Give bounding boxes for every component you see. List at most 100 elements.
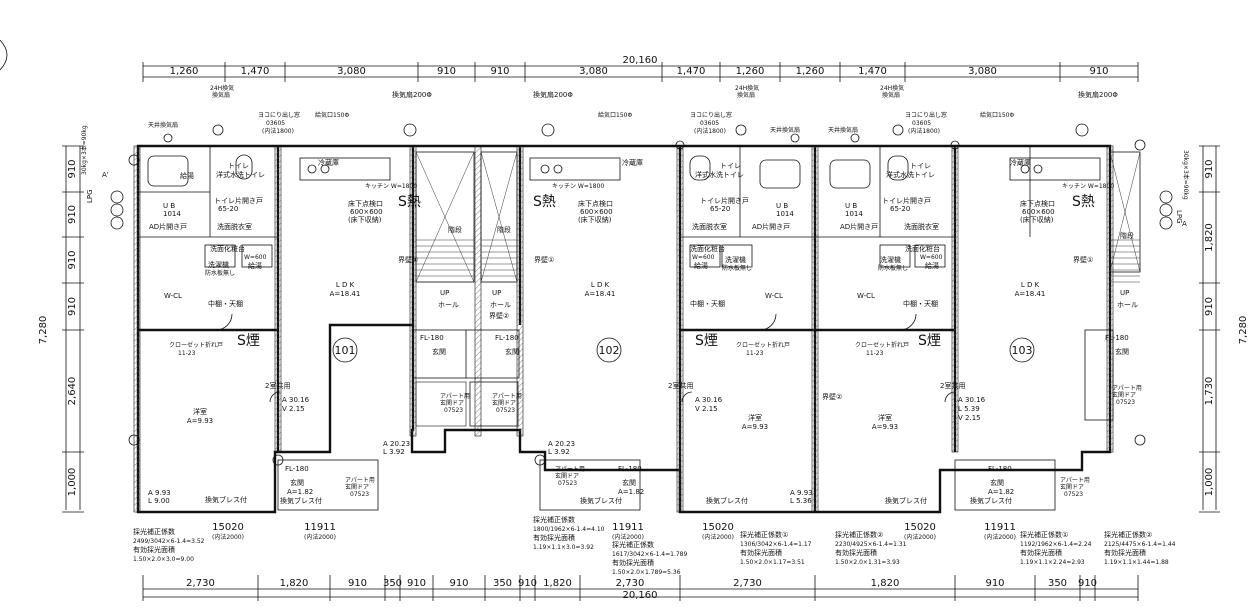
note-103d-coef: 2125/4475×6-1.4=1.44 [1104, 541, 1176, 548]
vent-label-101: 換気扇200Φ [392, 90, 432, 99]
nakadana-102: 中棚・天棚 [690, 299, 725, 308]
closet-103: クローゼット折れ戸 [855, 341, 909, 349]
window-101-b: 11911 [304, 522, 336, 533]
kaiheki2-mid: 界壁② [822, 392, 842, 401]
section-mark-left: A' [102, 171, 109, 179]
ad-door-103: AD片開き戸 [840, 222, 878, 231]
dim-left-segment: 910 [67, 205, 78, 224]
lpg-label-right: LPG [1175, 210, 1183, 224]
note-103-eff-title: 有効採光面積 [740, 548, 782, 557]
window-103-b: 11911 [984, 522, 1016, 533]
entry-area-101: A=1.82 [287, 488, 313, 496]
bathtub-102 [759, 159, 801, 189]
dim-right-segment: 910 [1204, 159, 1215, 178]
dim-bottom-segment: 1,820 [871, 578, 900, 589]
dim-right-total: 7,280 [1238, 316, 1249, 345]
lpg-sub-label-right: 30kg×3本=90kg [1182, 150, 1190, 200]
yoshitsu-area-103: A=9.93 [872, 423, 898, 431]
kyoyo-102: 2室共用 [668, 381, 693, 390]
note-102b-eff-title: 有効採光面積 [612, 558, 654, 567]
a-note-101: A 9.93 [148, 489, 171, 497]
senmen-103: 洗面脱衣室 [904, 222, 939, 231]
dim-bottom-segment: 910 [518, 578, 537, 589]
fl-103: FL-180 [1105, 334, 1129, 342]
ub-103: U B [845, 202, 857, 210]
door-apt-102: アパート用 [492, 393, 522, 400]
kyuto-103: 給湯 [925, 261, 939, 270]
dim-left-segment: 910 [67, 159, 78, 178]
dim-bottom-segment: 2,730 [733, 578, 762, 589]
entry-area-102: A=1.82 [618, 488, 644, 496]
note-103d-eff-title: 有効採光面積 [1104, 548, 1146, 557]
fl2-103: FL-180 [988, 465, 1012, 473]
unit-103-badge [1009, 337, 1035, 363]
up-102: UP [492, 289, 501, 297]
dim-bottom-segment: 2,730 [616, 578, 645, 589]
ub-101: U B [163, 202, 175, 210]
ub-size-102: 1014 [776, 210, 794, 218]
ub-size-103: 1014 [845, 210, 863, 218]
dim-bottom-segment: 910 [449, 578, 468, 589]
note-102-coef-title: 採光補正係数 [533, 515, 575, 524]
yoko-window-101: ヨコにり出し窓 [258, 111, 300, 119]
door-code2-103: 07523 [1064, 491, 1083, 498]
note-101-coef-title: 採光補正係数 [133, 527, 175, 536]
vent24h-102: 24H換気 [735, 84, 759, 92]
yoshitsu-103: 洋室 [878, 413, 892, 422]
heat-detector-103: S熱 [1072, 194, 1095, 210]
dim-top-segment: 1,470 [677, 66, 706, 77]
dim-top-segment: 1,260 [170, 66, 199, 77]
toilet-door-size-102: 65-20 [710, 205, 730, 213]
kanki-103: 換気ブレス付 [970, 496, 1012, 505]
nakadana-103: 中棚・天棚 [903, 299, 938, 308]
air-intake-103: 給気口150Φ [980, 111, 1014, 119]
unit-101-badge [332, 337, 358, 363]
dim-bottom-total: 20,160 [623, 590, 658, 601]
yoshitsu-area-101: A=9.93 [187, 417, 213, 425]
ceiling-vent-102: 天井換気扇 [770, 126, 800, 134]
fridge-102: 冷蔵庫 [622, 158, 643, 167]
fridge-101: 冷蔵庫 [318, 158, 339, 167]
fl-101: FL-180 [285, 465, 309, 473]
outer-walls [136, 144, 1112, 514]
ad-door-102: AD片開き戸 [752, 222, 790, 231]
note-103b-coef-title: 採光補正係数② [835, 530, 883, 539]
window-101-a: 15020 [212, 522, 244, 533]
vent-icon [735, 124, 747, 136]
kyoyo-103: 2室共用 [940, 381, 965, 390]
door-apt3-103: アパート用 [1060, 477, 1090, 484]
note-102b-coef: 1617/3042×6-1.4=1.789 [612, 551, 687, 558]
area-note-101: A 30.16 [282, 396, 310, 404]
vent-label-103: 換気扇200Φ [1078, 90, 1118, 99]
washer-102: 洗濯機 [725, 255, 746, 264]
dim-bottom-segment: 350 [1048, 578, 1067, 589]
dim-top-segment: 1,260 [736, 66, 765, 77]
hall-102: ホール [490, 301, 511, 309]
floor-cut-size-103: 600×600 [1022, 208, 1055, 216]
kaidan-102: 階段 [497, 225, 511, 234]
vent-icon [1075, 123, 1089, 137]
up-103: UP [1120, 289, 1129, 297]
kaiheki2-102: 界壁② [489, 311, 509, 320]
note-101-coef: 2499/3042×6-1.4=3.52 [133, 538, 205, 545]
toilet-label-101: トイレ [228, 162, 249, 170]
door-code-102: 07523 [496, 407, 515, 414]
dim-left-total: 7,280 [38, 316, 49, 345]
dim-left-segment: 910 [67, 297, 78, 316]
unit-101-number: 101 [335, 344, 356, 357]
window-103-b-sub: (内法2000) [984, 533, 1016, 541]
floor-cut-note-103: (床下収納) [1020, 215, 1054, 224]
door-apt2-103: 玄関ドア [1112, 391, 1136, 399]
note-102b-coef-title: 採光補正係数 [612, 540, 654, 549]
yoko-window-103: ヨコにり出し窓 [905, 111, 947, 119]
ub-102: U B [776, 202, 788, 210]
floor-cut-size-101: 600×600 [350, 208, 383, 216]
ad-door-101: AD片開き戸 [149, 222, 187, 231]
note-103-coef: 1306/3042×6-1.4=1.17 [740, 541, 812, 548]
ceiling-vent-103: 天井換気扇 [828, 126, 858, 134]
window-103-a-sub: (内法2000) [904, 533, 936, 541]
toilet-102 [689, 155, 711, 181]
air-intake-102: 給気口150Φ [598, 111, 632, 119]
